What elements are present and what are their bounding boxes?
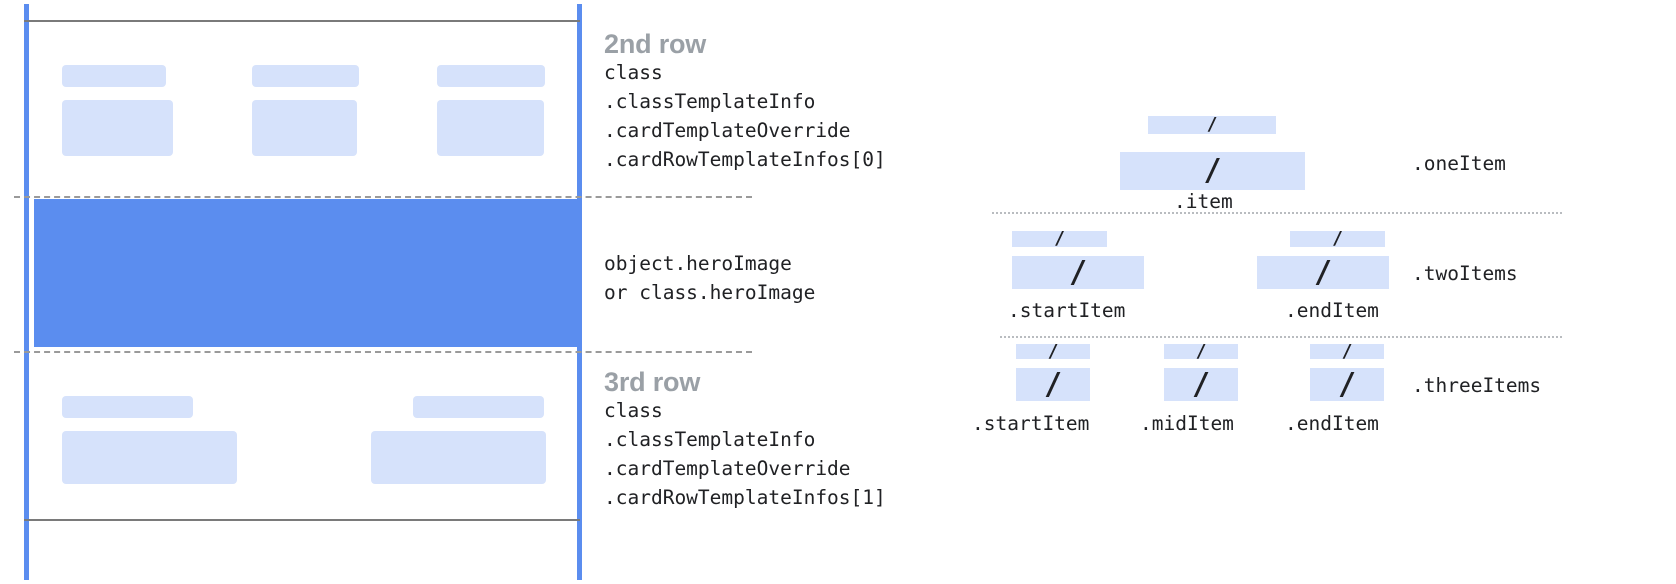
two-items-end-thick-chip: /: [1257, 256, 1389, 289]
row3-code-line-2: .classTemplateInfo: [604, 428, 816, 452]
slash-glyph: /: [1068, 256, 1088, 289]
hero-image-band: [34, 199, 580, 347]
row2-hero-divider: [14, 196, 752, 198]
two-items-group-label: .twoItems: [1412, 262, 1518, 285]
row3-code-line-1: class: [604, 399, 663, 423]
row3-title: 3rd row: [604, 367, 701, 397]
three-items-end-sub-label: .endItem: [1285, 412, 1379, 435]
row3-col1-body-placeholder: [62, 431, 237, 484]
row3-col2-title-placeholder: [413, 396, 544, 418]
row2-col2-body-placeholder: [252, 100, 357, 156]
row3-annotation: 3rd row class .classTemplateInfo .cardTe…: [604, 368, 886, 512]
row2-code-line-4: .cardRowTemplateInfos[0]: [604, 148, 886, 172]
hero-code-line-2: or class.heroImage: [604, 281, 816, 304]
slash-glyph: /: [1047, 344, 1059, 359]
slash-glyph: /: [1206, 116, 1218, 134]
row2-code-line-3: .cardTemplateOverride: [604, 119, 851, 143]
three-items-end-thick-chip: /: [1310, 368, 1384, 401]
row3-code-line-3: .cardTemplateOverride: [604, 457, 851, 481]
two-items-start-thin-chip: /: [1012, 231, 1107, 247]
one-item-thin-chip: /: [1148, 116, 1276, 134]
one-item-group-label: .oneItem: [1412, 152, 1506, 175]
row2-code-line-1: class: [604, 61, 663, 85]
slash-glyph: /: [1054, 231, 1065, 247]
row2-col1-title-placeholder: [62, 65, 166, 87]
left-guide-line: [24, 4, 29, 580]
row3-code-line-4: .cardRowTemplateInfos[1]: [604, 486, 886, 510]
three-items-mid-thin-chip: /: [1164, 344, 1238, 359]
two-items-end-sub-label: .endItem: [1285, 299, 1379, 322]
two-items-end-thin-chip: /: [1290, 231, 1385, 247]
slash-glyph: /: [1332, 231, 1343, 247]
row2-title: 2nd row: [604, 29, 707, 59]
three-items-start-thick-chip: /: [1016, 368, 1090, 401]
three-items-end-thin-chip: /: [1310, 344, 1384, 359]
row2-code-line-2: .classTemplateInfo: [604, 90, 816, 114]
hero-annotation: object.heroImage or class.heroImage: [604, 249, 815, 307]
slash-glyph: /: [1043, 368, 1063, 401]
row2-col1-body-placeholder: [62, 100, 173, 156]
row2-col3-body-placeholder: [437, 100, 544, 156]
two-items-start-thick-chip: /: [1012, 256, 1144, 289]
one-item-sub-label: .item: [1174, 190, 1233, 213]
three-items-start-thin-chip: /: [1016, 344, 1090, 359]
one-item-thick-chip: /: [1120, 152, 1305, 190]
item-layout-diagram: / / .item .oneItem / / .startItem / / .e…: [960, 0, 1676, 584]
slash-glyph: /: [1313, 256, 1333, 289]
two-items-start-sub-label: .startItem: [1008, 299, 1126, 322]
three-items-start-sub-label: .startItem: [972, 412, 1090, 435]
one-two-divider: [992, 212, 1562, 214]
slash-glyph: /: [1341, 344, 1353, 359]
slash-glyph: /: [1195, 344, 1207, 359]
three-items-mid-sub-label: .midItem: [1140, 412, 1234, 435]
card-bottom-border: [24, 519, 580, 521]
two-three-divider: [1000, 336, 1562, 338]
hero-code-line-1: object.heroImage: [604, 252, 792, 275]
slash-glyph: /: [1337, 368, 1357, 401]
row2-col2-title-placeholder: [252, 65, 359, 87]
row2-col3-title-placeholder: [437, 65, 545, 87]
slash-glyph: /: [1203, 153, 1222, 188]
slash-glyph: /: [1191, 368, 1211, 401]
three-items-mid-thick-chip: /: [1164, 368, 1238, 401]
card-template-diagram: [0, 0, 752, 584]
three-items-group-label: .threeItems: [1412, 374, 1542, 397]
row2-annotation: 2nd row class .classTemplateInfo .cardTe…: [604, 30, 886, 174]
hero-row3-divider: [14, 351, 752, 353]
row3-col1-title-placeholder: [62, 396, 193, 418]
row3-col2-body-placeholder: [371, 431, 546, 484]
card-top-border: [24, 20, 580, 22]
